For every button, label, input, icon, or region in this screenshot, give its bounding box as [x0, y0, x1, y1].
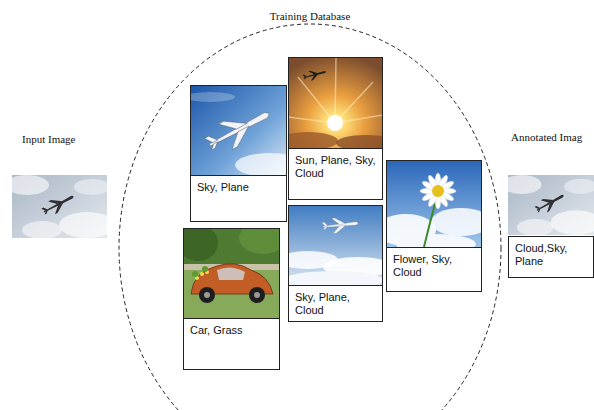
training-database-region: Training DatabaseSun, Plane, Sky, CloudS…: [118, 8, 502, 410]
dashed-boundary: [118, 8, 502, 410]
caption-box: Sun, Plane, Sky, Cloud: [288, 148, 383, 200]
input-image: Input Image: [12, 175, 107, 238]
image-heading: Input Image: [20, 133, 77, 146]
annotation-text: Flower, Sky, Cloud: [387, 248, 481, 283]
annotation-text: Sky, Plane: [191, 176, 286, 198]
annotation-text: Sun, Plane, Sky, Cloud: [289, 149, 382, 184]
annotated-caption-box: Annotated ImagCloud,Sky, Plane: [508, 236, 594, 278]
caption-box: Car, Grass: [183, 318, 280, 370]
annotation-text: Car, Grass: [184, 319, 279, 341]
image-heading: Annotated Imag: [509, 131, 584, 144]
annotation-text: Sky, Plane, Cloud: [289, 286, 382, 321]
caption-box: Sky, Plane: [190, 175, 287, 222]
caption-box: Sky, Plane, Cloud: [288, 285, 383, 322]
caption-box: Flower, Sky, Cloud: [386, 247, 482, 292]
annotation-text: Cloud,Sky, Plane: [509, 237, 593, 272]
region-title: Training Database: [268, 10, 353, 23]
